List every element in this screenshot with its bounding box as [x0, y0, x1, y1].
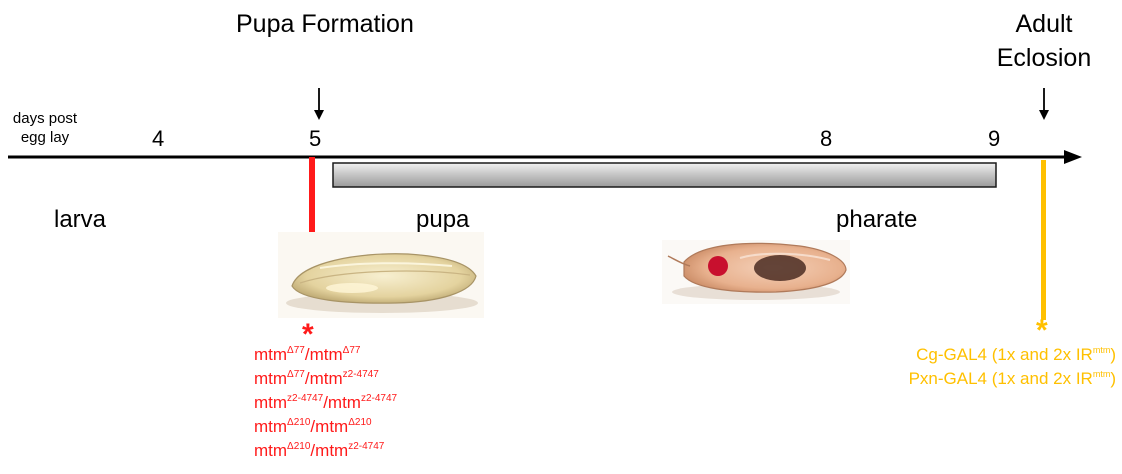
allele-superscript: Δ77: [343, 345, 361, 356]
allele-superscript: Δ77: [287, 369, 305, 380]
allele: mtm: [315, 417, 348, 436]
rnai-close: ): [1110, 369, 1116, 388]
allele: mtm: [254, 393, 287, 412]
allele: mtm: [310, 369, 343, 388]
allele-superscript: Δ210: [287, 417, 310, 428]
rnai-stage-line: [1041, 160, 1046, 320]
genotype-row: mtmΔ210/mtmz2-4747: [254, 442, 397, 466]
rnai-asterisk: *: [1036, 316, 1048, 346]
genotype-row: mtmΔ77/mtmΔ77: [254, 346, 397, 370]
lethal-genotype-list: mtmΔ77/mtmΔ77 mtmΔ77/mtmz2-4747 mtmz2-47…: [254, 346, 397, 466]
pupa-formation-label: Pupa Formation: [236, 8, 400, 42]
allele-superscript: z2-4747: [361, 393, 397, 404]
rnai-close: ): [1110, 345, 1116, 364]
pupa-photo: [278, 232, 484, 318]
allele-superscript: z2-4747: [287, 393, 323, 404]
day-tick-5: 5: [309, 128, 321, 150]
pupal-period-bar: [333, 163, 996, 187]
allele: mtm: [254, 369, 287, 388]
allele: mtm: [254, 417, 287, 436]
adult-eclosion-label: Adult Eclosion: [984, 8, 1104, 76]
allele: mtm: [254, 441, 287, 460]
allele-superscript: Δ77: [287, 345, 305, 356]
genotype-row: mtmz2-4747/mtmz2-4747: [254, 394, 397, 418]
phase-pupa: pupa: [416, 208, 469, 232]
pupa-formation-arrowhead: [314, 110, 324, 120]
allele-superscript: Δ210: [287, 441, 310, 452]
allele: mtm: [254, 345, 287, 364]
allele: mtm: [310, 345, 343, 364]
allele: mtm: [315, 441, 348, 460]
axis-label: days post egg lay: [6, 110, 84, 148]
day-tick-9: 9: [988, 128, 1000, 150]
day-tick-4: 4: [152, 128, 164, 150]
rnai-superscript: mtm: [1093, 369, 1111, 379]
rnai-genotype-row: Cg-GAL4 (1x and 2x IRmtm): [909, 346, 1116, 370]
adult-eclosion-arrowhead: [1039, 110, 1049, 120]
allele-superscript: z2-4747: [348, 441, 384, 452]
allele: mtm: [328, 393, 361, 412]
rnai-driver: Pxn-GAL4 (1x and 2x IR: [909, 369, 1093, 388]
allele-superscript: Δ210: [348, 417, 371, 428]
genotype-row: mtmΔ77/mtmz2-4747: [254, 370, 397, 394]
day-tick-8: 8: [820, 128, 832, 150]
phase-pharate: pharate: [836, 208, 917, 232]
rnai-genotype-row: Pxn-GAL4 (1x and 2x IRmtm): [909, 370, 1116, 394]
rnai-driver: Cg-GAL4 (1x and 2x IR: [916, 345, 1093, 364]
pharate-photo: [662, 240, 850, 304]
genotype-row: mtmΔ210/mtmΔ210: [254, 418, 397, 442]
rnai-superscript: mtm: [1093, 345, 1111, 355]
time-axis-arrowhead: [1064, 150, 1082, 164]
allele-superscript: z2-4747: [343, 369, 379, 380]
rnai-genotype-list: Cg-GAL4 (1x and 2x IRmtm) Pxn-GAL4 (1x a…: [909, 346, 1116, 394]
phase-larva: larva: [54, 208, 106, 232]
